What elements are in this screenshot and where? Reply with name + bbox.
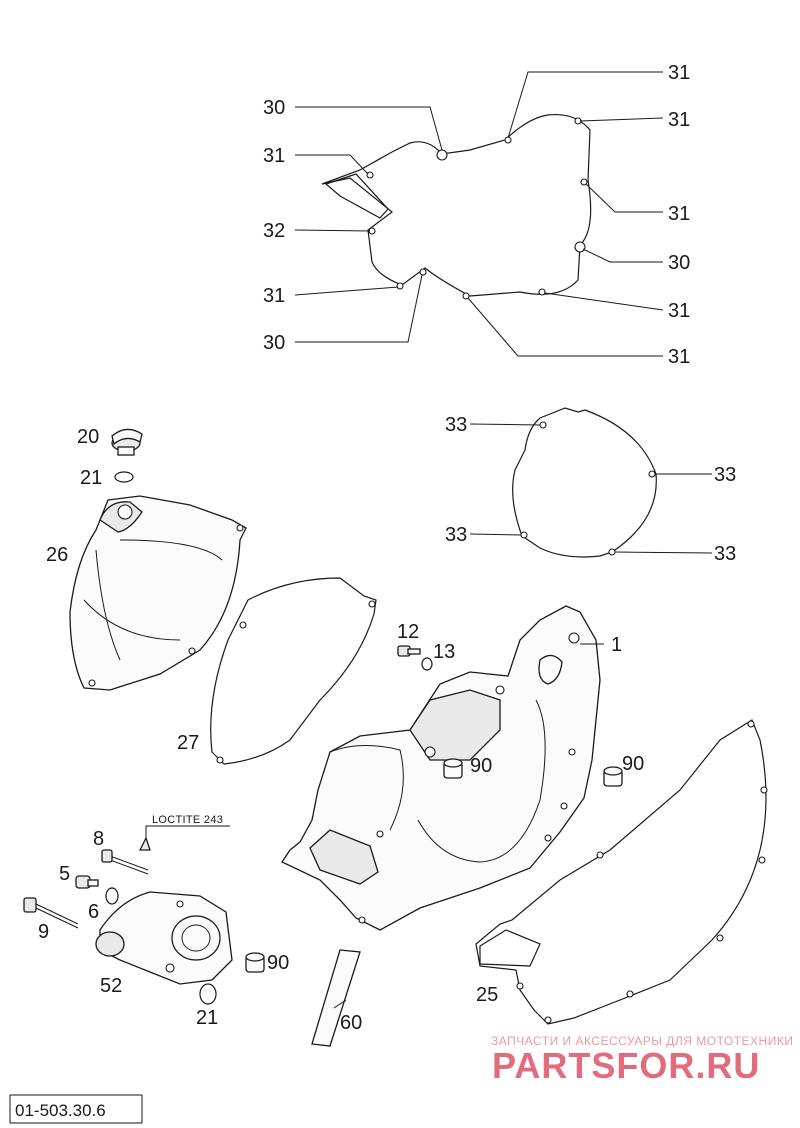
callout-9: 9 (38, 921, 49, 943)
callout-30: 30 (668, 252, 690, 274)
watermark: ЗАПЧАСТИ И АКСЕССУАРЫ ДЛЯ МОТОТЕХНИКИ PA… (491, 1034, 793, 1086)
callout-26: 26 (46, 544, 68, 566)
outer-cover (69, 495, 247, 691)
plug-screw-5 (75, 875, 99, 889)
callout-20: 20 (77, 426, 99, 448)
callout-33: 33 (714, 464, 736, 486)
o-ring-top (114, 471, 134, 483)
callout-32: 32 (263, 220, 285, 242)
callout-31: 31 (263, 285, 285, 307)
oil-filler-plug (111, 428, 143, 456)
seal-ring-6 (105, 887, 119, 905)
callout-30: 30 (263, 97, 285, 119)
callout-31: 31 (668, 62, 690, 84)
callout-60: 60 (340, 1012, 362, 1034)
callout-25: 25 (476, 984, 498, 1006)
callout-52: 52 (100, 975, 122, 997)
sealing-washer (421, 657, 433, 671)
watermark-logo: PARTSFOR.RU (492, 1045, 760, 1086)
callout-21: 21 (196, 1007, 218, 1029)
loctite-leader (145, 825, 230, 838)
watermark-tagline: ЗАПЧАСТИ И АКСЕССУАРЫ ДЛЯ МОТОТЕХНИКИ (491, 1034, 793, 1048)
callout-30: 30 (263, 332, 285, 354)
callout-5: 5 (59, 863, 70, 885)
clutch-cover-gasket (321, 113, 592, 300)
callout-33: 33 (445, 524, 467, 546)
reference-number-box: 01-503.30.6 (9, 1094, 143, 1124)
callout-13: 13 (433, 641, 455, 663)
callout-27: 27 (177, 732, 199, 754)
callout-31: 31 (668, 346, 690, 368)
callout-labels: 31 31 30 31 31 32 30 31 31 30 31 33 33 3… (38, 62, 736, 1034)
screw-8 (101, 836, 151, 875)
callout-90: 90 (470, 755, 492, 777)
callout-12: 12 (397, 621, 419, 643)
leader-lines-top (294, 71, 664, 357)
reference-number: 01-503.30.6 (15, 1101, 106, 1120)
callout-31: 31 (668, 203, 690, 225)
loctite-note: LOCTITE 243 (152, 814, 223, 826)
clutch-cover-gasket-outer (475, 719, 768, 1025)
callout-8: 8 (93, 828, 104, 850)
ignition-cover-gasket (469, 407, 713, 558)
callout-31: 31 (668, 109, 690, 131)
callout-21: 21 (80, 467, 102, 489)
cover-gasket (210, 577, 377, 765)
callout-33: 33 (445, 414, 467, 436)
drain-screw (397, 645, 421, 657)
callout-31: 31 (263, 145, 285, 167)
callout-6: 6 (88, 901, 99, 923)
clutch-cover (281, 605, 601, 931)
water-pump-cover (95, 891, 233, 985)
coolant-hose (311, 949, 361, 1047)
callout-90: 90 (267, 952, 289, 974)
callout-1: 1 (611, 634, 622, 656)
callout-90: 90 (622, 753, 644, 775)
dowel-sleeve-b (603, 766, 623, 787)
dowel-sleeve-c (245, 952, 265, 973)
callout-31: 31 (668, 300, 690, 322)
bolt-9 (23, 897, 79, 929)
callout-33: 33 (714, 543, 736, 565)
dowel-sleeve-a (443, 758, 463, 779)
o-ring-bottom (199, 983, 217, 1005)
